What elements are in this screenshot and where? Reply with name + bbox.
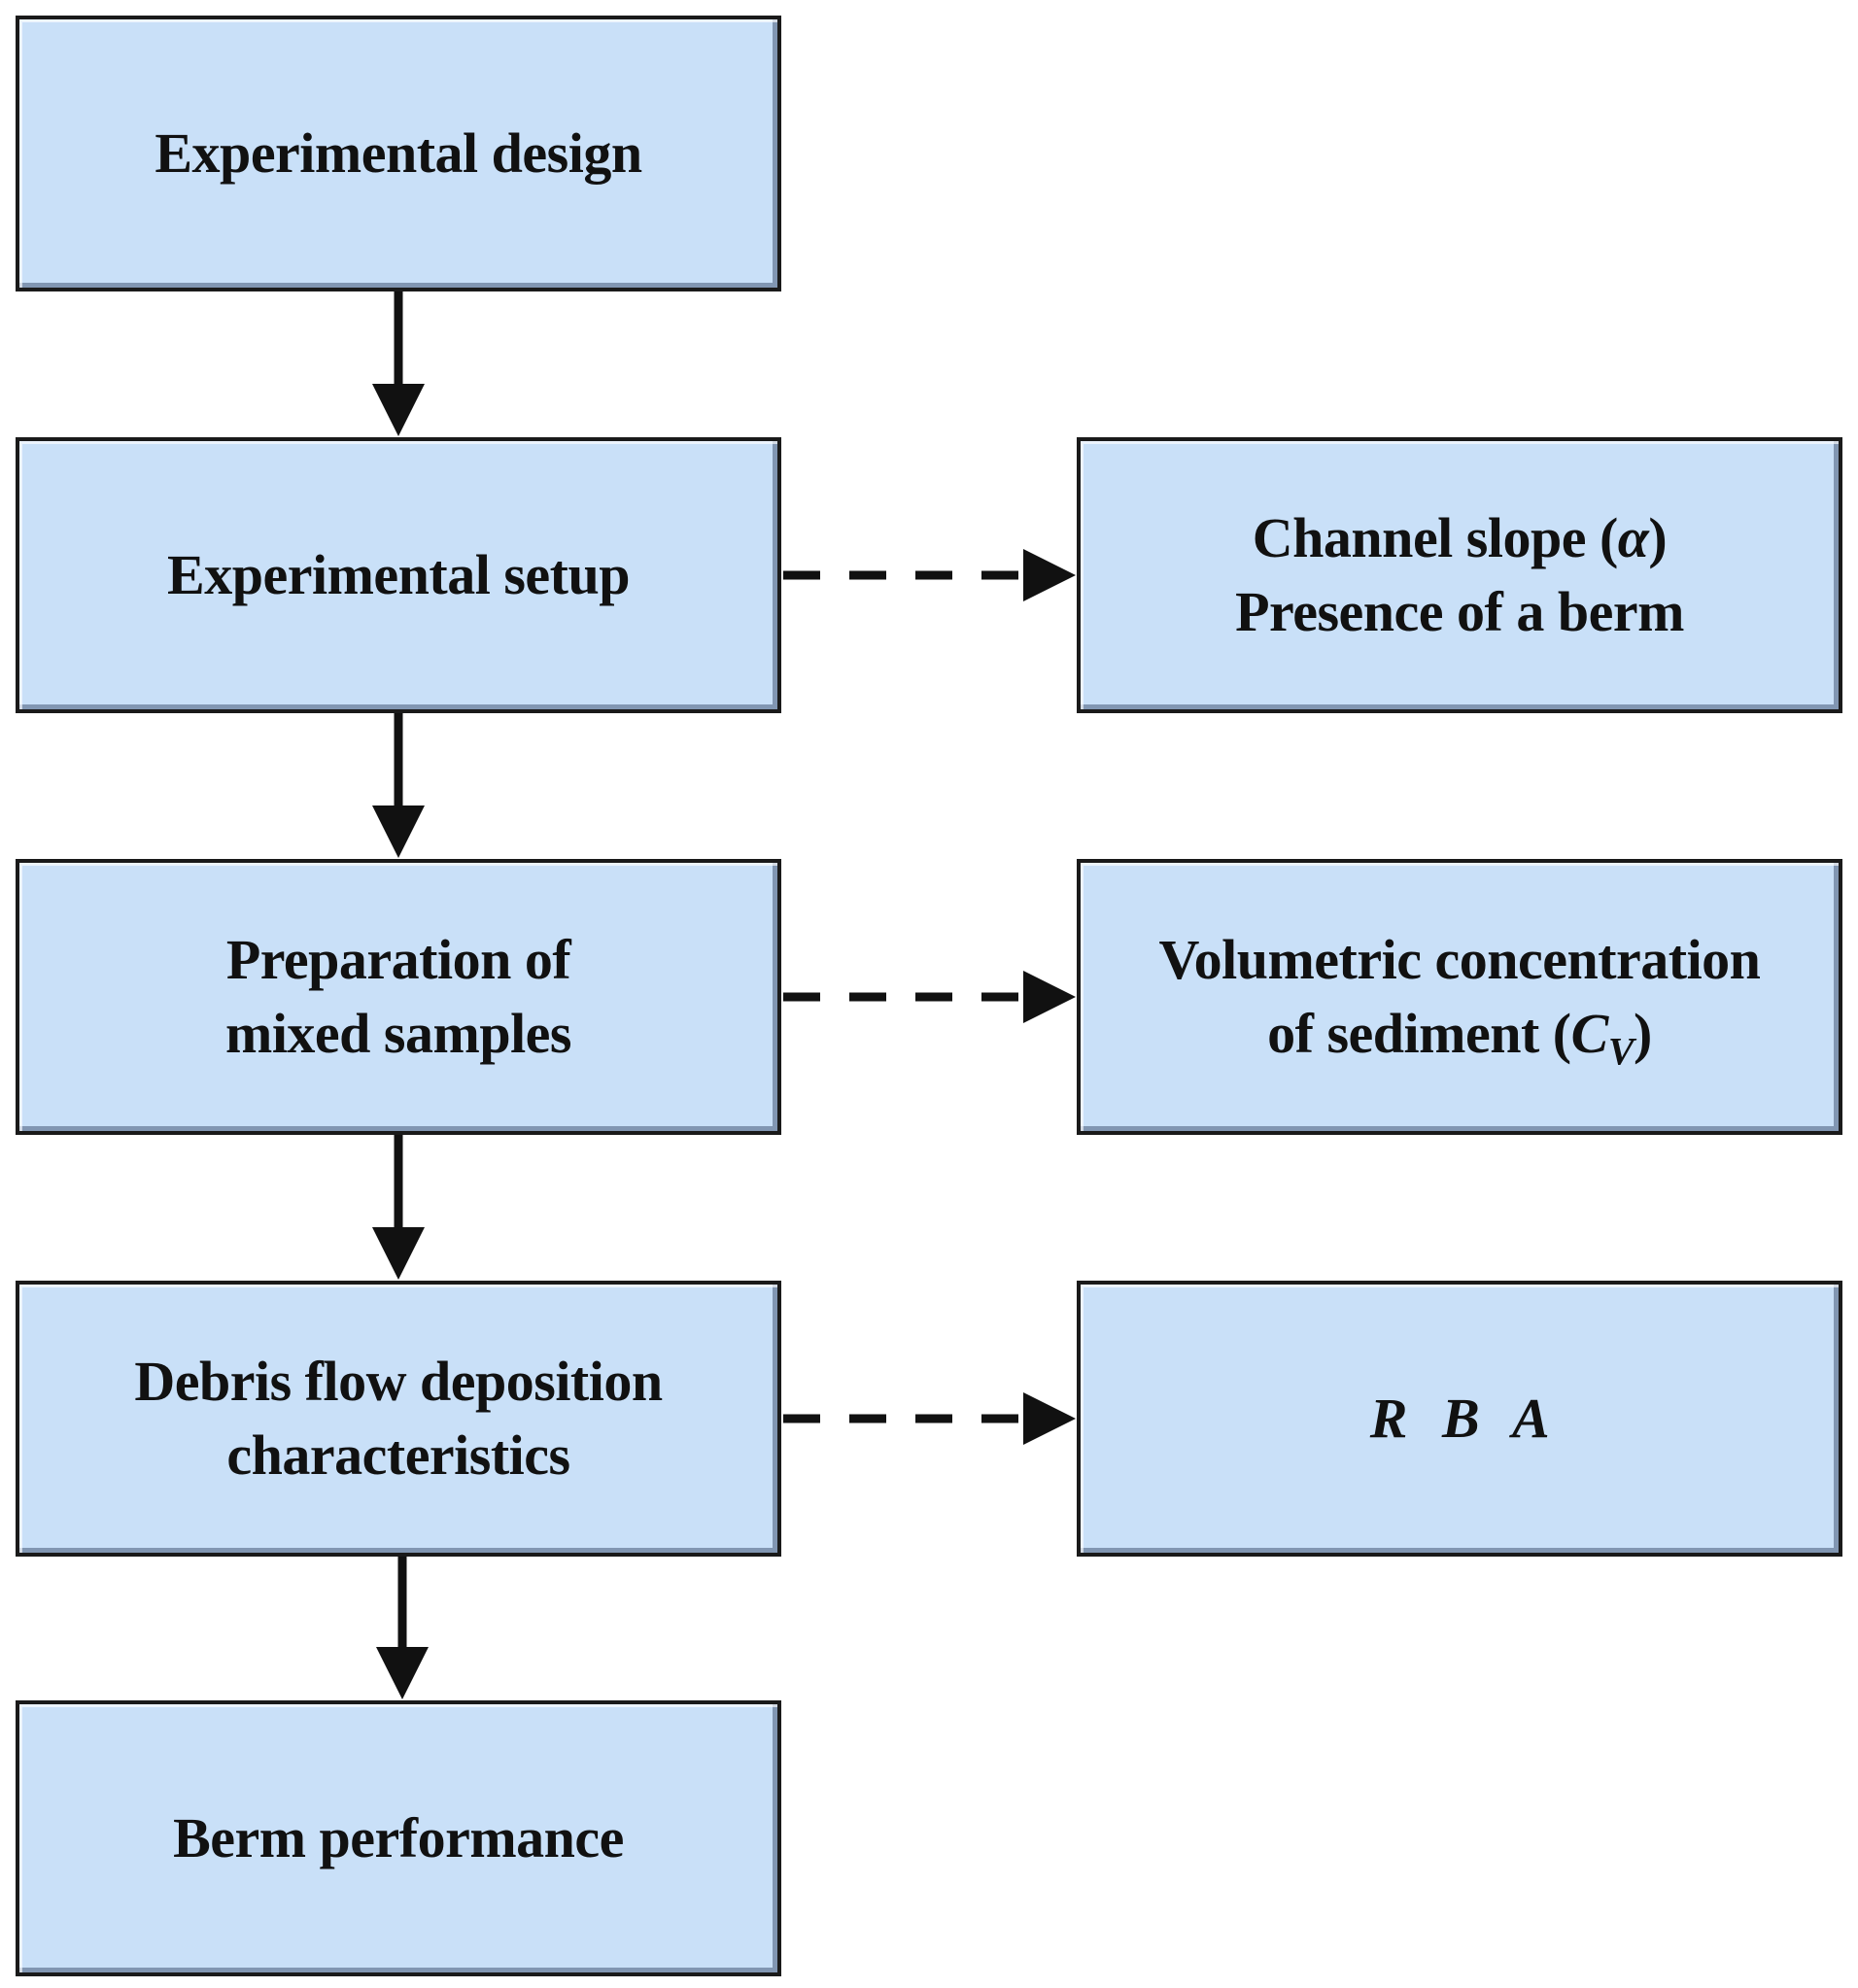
setup-parameters-line-1: Channel slope (α) [1252,501,1668,575]
volumetric-concentration-text: Volumetric concentration [1158,928,1761,991]
of-sediment-text: of sediment ( [1267,1002,1571,1065]
box-label-line-1: Preparation of [225,928,571,991]
alpha-symbol: α [1617,506,1649,569]
box-berm-performance: Berm performance [16,1700,781,1976]
closing-paren: ) [1648,506,1668,569]
box-sample-parameters: Volumetric concentration of sediment (CV… [1077,859,1842,1135]
box-preparation-of-mixed-samples: Preparation of mixed samples [16,859,781,1135]
box-experimental-design: Experimental design [16,16,781,291]
box-label-line-1: Debris flow deposition [134,1350,663,1413]
presence-of-berm-text: Presence of a berm [1235,580,1684,643]
box-setup-parameters: Channel slope (α) Presence of a berm [1077,437,1842,713]
box-label: Experimental setup [167,543,630,606]
box-experimental-setup: Experimental setup [16,437,781,713]
box-deposition-parameters: R B A [1077,1281,1842,1557]
box-label: Experimental design [155,121,642,185]
box-label-line-2: mixed samples [225,1002,572,1065]
box-debris-flow-deposition-characteristics: Debris flow deposition characteristics [16,1281,781,1557]
box-label-line-2: characteristics [226,1423,570,1487]
sample-parameters-line-2: of sediment (CV) [1267,997,1652,1071]
rba-text: R B A [1369,1387,1550,1450]
channel-slope-text: Channel slope ( [1252,506,1619,569]
cv-subscript: V [1607,1029,1634,1074]
closing-paren: ) [1634,1002,1652,1065]
box-label: Berm performance [173,1806,624,1869]
cv-symbol: C [1570,1002,1609,1065]
